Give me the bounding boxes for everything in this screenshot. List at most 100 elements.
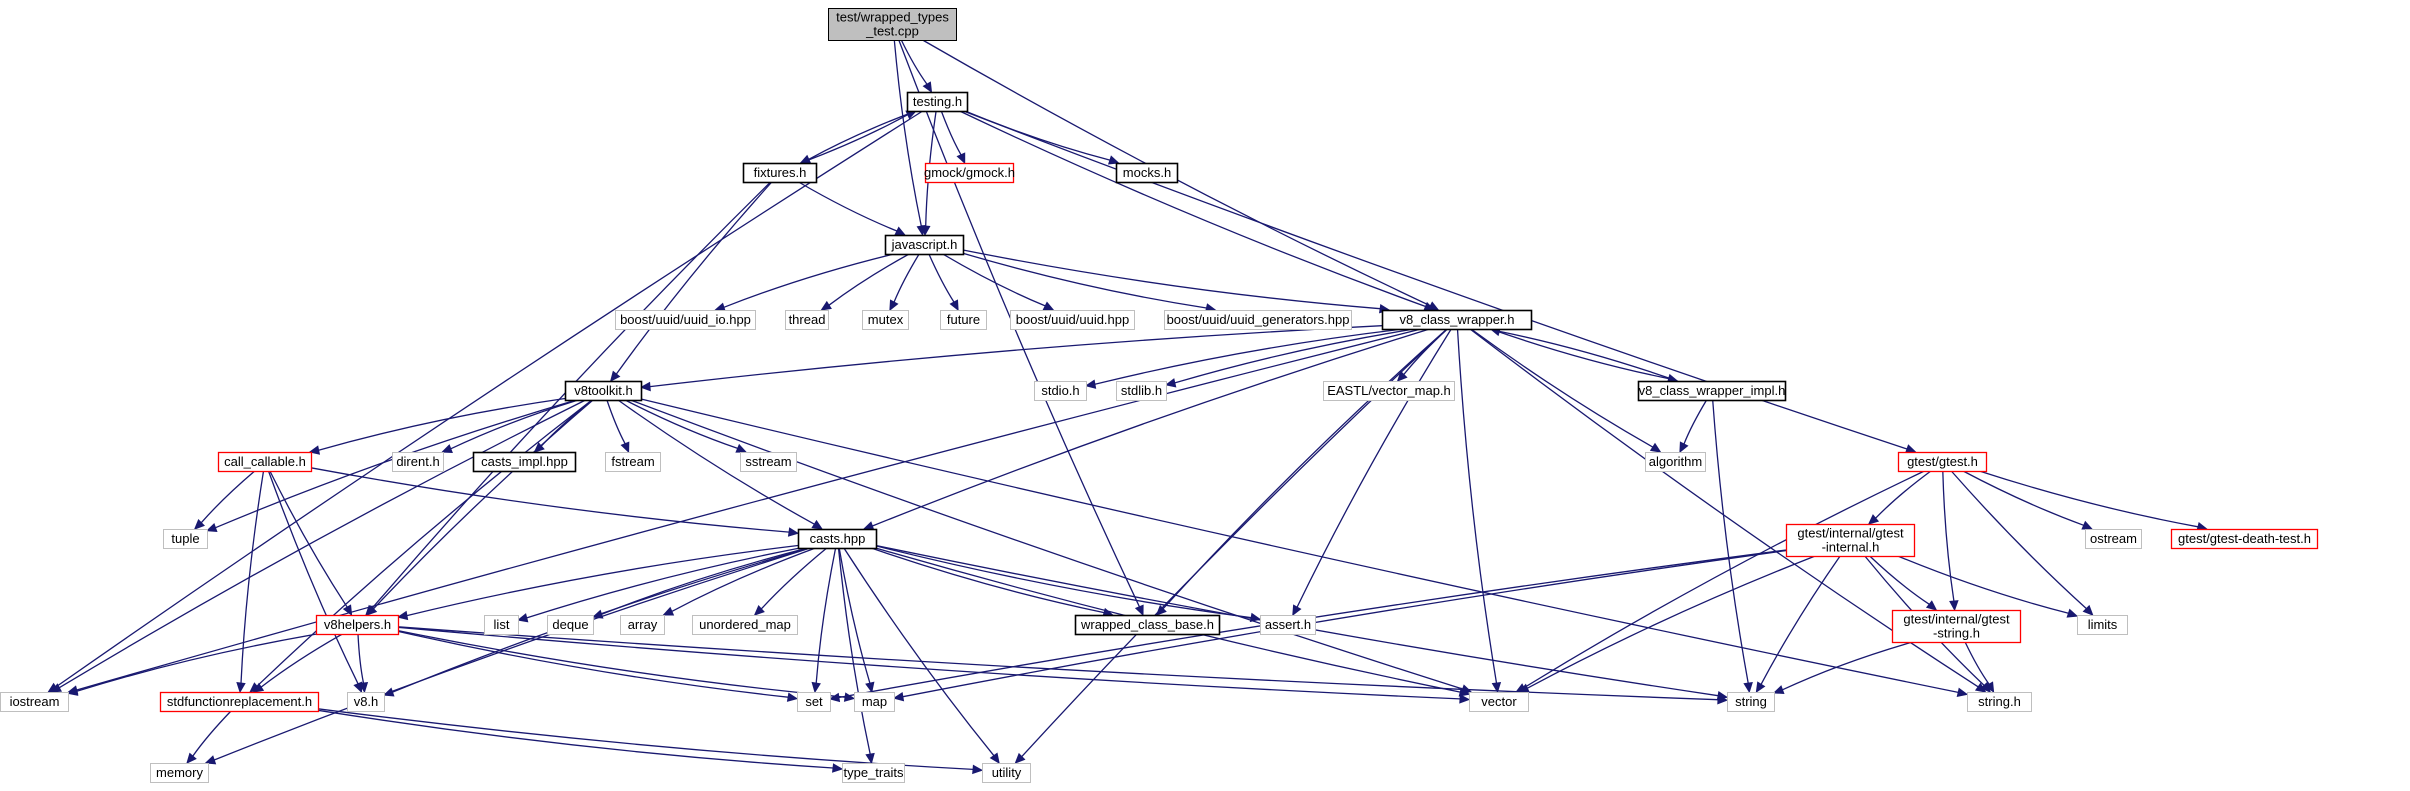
edge-line	[962, 249, 1381, 310]
node-assert: assert.h	[1260, 615, 1316, 635]
arrowhead-icon	[1155, 604, 1167, 616]
arrowhead-icon	[1949, 600, 1959, 612]
edge-line	[200, 470, 256, 524]
node-label: algorithm	[1649, 454, 1702, 469]
node-mocks[interactable]: mocks.h	[1115, 162, 1179, 184]
edge-line	[1782, 641, 1913, 691]
node-box	[150, 763, 209, 783]
node-box	[1727, 692, 1775, 712]
edge-casts-to-v8helpers	[396, 544, 799, 621]
edge-line	[318, 397, 566, 451]
edge-sfr-to-memory	[186, 710, 232, 764]
edge-casts-to-map	[838, 547, 875, 694]
node-v8helpers[interactable]: v8helpers.h	[315, 614, 400, 636]
arrowhead-icon	[1458, 687, 1471, 697]
node-box	[564, 380, 643, 402]
edge-casts-to-array	[662, 547, 816, 616]
node-uuid_io: boost/uuid/uuid_io.hpp	[615, 310, 756, 330]
node-label: tuple	[171, 531, 199, 546]
edge-line	[260, 633, 343, 688]
node-death_test[interactable]: gtest/gtest-death-test.h	[2170, 528, 2319, 550]
edge-line	[723, 253, 894, 308]
arrowhead-icon	[832, 763, 844, 773]
node-fixtures[interactable]: fixtures.h	[742, 162, 818, 184]
node-casts_impl[interactable]: casts_impl.hpp	[472, 451, 577, 473]
arrowhead-icon	[1984, 681, 1995, 694]
node-label: casts.hpp	[810, 531, 866, 546]
node-box	[906, 91, 969, 113]
edge-v8toolkit-to-v8helpers	[366, 399, 594, 616]
node-fstream: fstream	[605, 452, 661, 472]
node-root[interactable]: test/wrapped_types_test.cpp	[828, 8, 957, 41]
node-gtest_internal[interactable]: gtest/internal/gtest-internal.h	[1785, 523, 1916, 558]
node-iostream: iostream	[0, 692, 69, 712]
node-label: gtest/gtest-death-test.h	[2178, 531, 2311, 546]
edge-javascript-to-mutex	[889, 253, 920, 312]
edge-line	[1712, 399, 1749, 684]
edge-line	[828, 253, 910, 306]
arrowhead-icon	[639, 381, 651, 392]
node-label: type_traits	[844, 765, 904, 780]
node-v8cw[interactable]: v8_class_wrapper.h	[1381, 309, 1533, 331]
node-gtest_string[interactable]: gtest/internal/gtest-string.h	[1891, 609, 2022, 644]
edge-line	[640, 398, 1959, 694]
node-gtest[interactable]: gtest/gtest.h	[1897, 451, 1988, 473]
arrowhead-icon	[865, 752, 875, 765]
edge-v8cw-to-stdio	[1084, 328, 1404, 389]
edge-line	[870, 547, 1105, 614]
edge-line	[959, 110, 1426, 308]
node-box	[217, 451, 313, 473]
node-label: sstream	[745, 454, 791, 469]
node-wcb[interactable]: wrapped_class_base.h	[1074, 614, 1221, 636]
edge-line	[317, 708, 974, 771]
arrowhead-icon	[811, 519, 824, 530]
edge-line	[1962, 470, 2084, 526]
arrowhead-icon	[1772, 685, 1785, 695]
node-gmock[interactable]: gmock/gmock.h	[924, 162, 1015, 184]
edge-line	[760, 547, 828, 610]
node-box	[347, 692, 385, 712]
node-v8toolkit[interactable]: v8toolkit.h	[564, 380, 643, 402]
arrowhead-icon	[2082, 604, 2094, 616]
node-label: fstream	[611, 454, 654, 469]
node-list: list	[484, 615, 519, 635]
node-box	[2077, 615, 2128, 635]
edge-line	[397, 626, 1461, 700]
edge-fixtures-to-javascript	[798, 181, 906, 236]
edge-line	[606, 399, 626, 445]
arrowhead-icon	[828, 692, 841, 703]
edge-call_callable-to-v8h	[267, 470, 363, 694]
node-v8cwi[interactable]: v8_class_wrapper_impl.h	[1637, 380, 1787, 402]
node-testing[interactable]: testing.h	[906, 91, 969, 113]
arrowhead-icon	[50, 683, 63, 693]
node-label: array	[628, 617, 658, 632]
node-future: future	[940, 310, 987, 330]
node-memory: memory	[150, 763, 209, 783]
edge-line	[1523, 470, 1925, 689]
edge-line	[76, 633, 318, 692]
node-call_callable[interactable]: call_callable.h	[217, 451, 313, 473]
edge-casts-to-memory	[204, 547, 811, 765]
node-uuid_gen: boost/uuid/uuid_generators.hpp	[1164, 310, 1352, 330]
edge-line	[838, 547, 871, 684]
edge-line	[630, 399, 1463, 690]
node-label: mocks.h	[1123, 165, 1171, 180]
node-label: gmock/gmock.h	[924, 165, 1015, 180]
edge-javascript-to-future	[928, 253, 959, 312]
edge-line	[875, 545, 1252, 619]
node-box	[924, 162, 1015, 184]
node-sfr[interactable]: stdfunctionreplacement.h	[159, 691, 320, 713]
node-utility: utility	[982, 763, 1031, 783]
edge-javascript-to-uuid_gen	[962, 252, 1217, 313]
arrowhead-icon	[609, 370, 621, 382]
node-javascript[interactable]: javascript.h	[884, 234, 965, 256]
node-box	[620, 615, 665, 635]
node-label: assert.h	[1265, 617, 1311, 632]
node-casts[interactable]: casts.hpp	[797, 528, 878, 550]
node-label: mutex	[868, 312, 904, 327]
arrowhead-icon	[205, 523, 218, 533]
node-box	[828, 8, 957, 41]
edge-line	[900, 39, 928, 85]
edge-v8toolkit-to-sfr	[249, 399, 593, 693]
